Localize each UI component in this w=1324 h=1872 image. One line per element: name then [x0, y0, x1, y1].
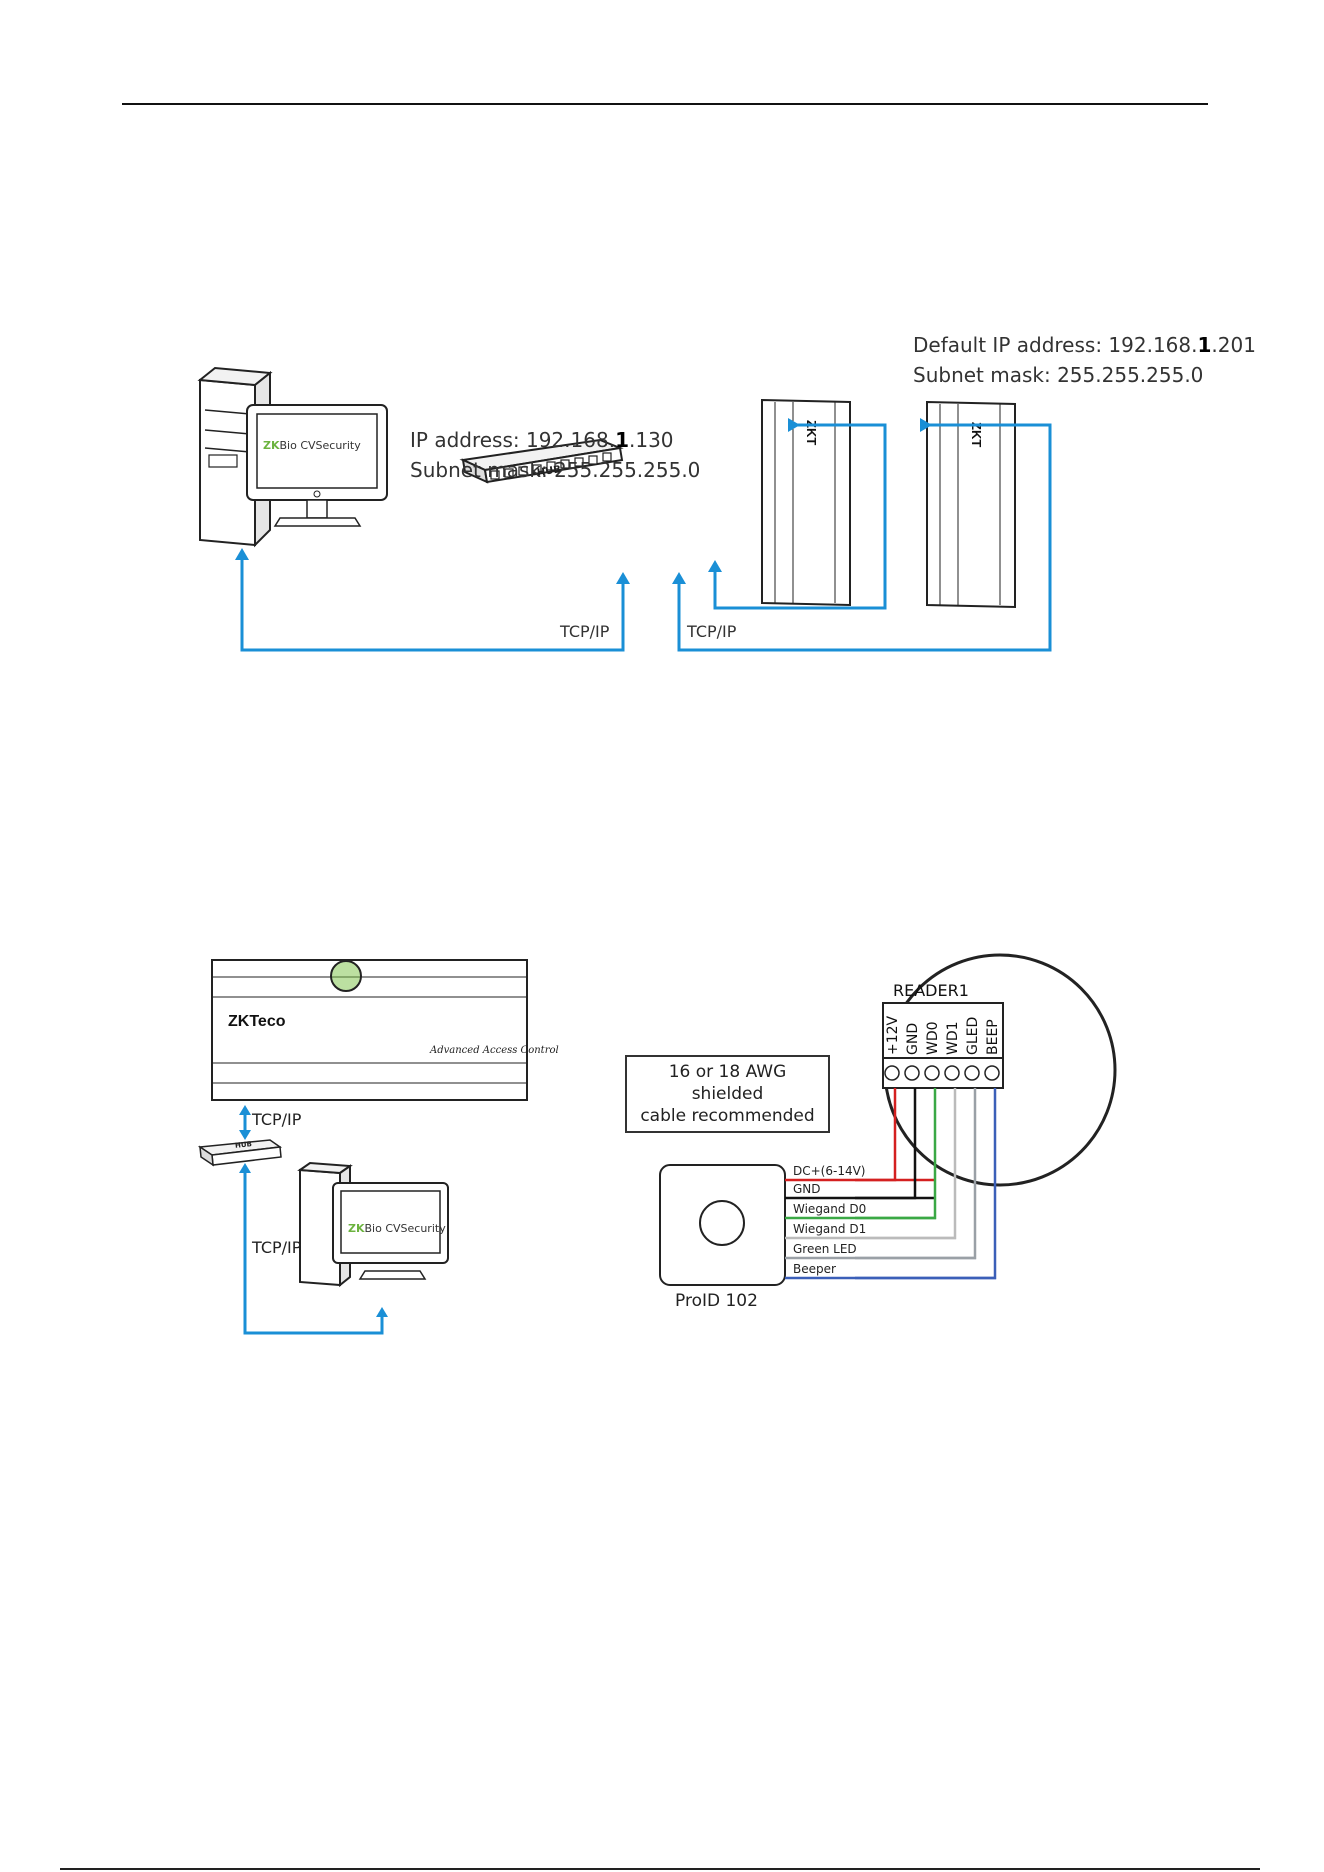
hub-icon: [459, 438, 624, 484]
pc-screen-brand: ZKBio CVSecurity: [263, 439, 361, 452]
network-diagram-drawing: ZKT ZKT: [197, 366, 1052, 652]
cable-recommendation-note: 16 or 18 AWG shielded cable recommended: [625, 1055, 830, 1133]
tcpip-label-top: TCP/IP: [252, 1110, 302, 1129]
monitor-icon: [246, 404, 388, 527]
reader-model-label: ProID 102: [675, 1291, 758, 1311]
svg-text:Advanced Access Control: Advanced Access Control: [429, 1045, 559, 1056]
reader-wires: [785, 1088, 997, 1280]
tcpip-links: [240, 423, 1052, 652]
pc-ip-address: IP address: 192.168.1.130: [410, 428, 674, 452]
wire-label-dc: DC+(6-14V): [793, 1164, 866, 1178]
pin-label-gnd: GND: [905, 1022, 921, 1055]
reader-terminal-title: READER1: [893, 981, 969, 1000]
access-controller-icon-2: ZKT: [926, 400, 1016, 609]
cable-note-line-2: cable recommended: [640, 1106, 815, 1126]
pc-subnet-mask: Subnet mask: 255.255.255.0: [410, 458, 701, 482]
access-controller-icon: Advanced Access Control: [211, 959, 559, 1101]
reader-wiring-figure: Advanced Access Control: [190, 953, 1210, 1345]
tcpip-links: [243, 1112, 384, 1335]
wire-label-green-led: Green LED: [793, 1242, 857, 1256]
tcpip-label-left: TCP/IP: [560, 622, 610, 641]
cable-note-line-1: 16 or 18 AWG shielded: [668, 1062, 787, 1104]
wire-label-wiegand-d0: Wiegand D0: [793, 1202, 867, 1216]
footer-rule: [60, 1868, 1260, 1870]
link-arrowheads: [235, 418, 932, 584]
pin-label-wd0: WD0: [925, 1021, 941, 1055]
panel-default-ip-address: Default IP address: 192.168.1.201: [913, 333, 1256, 357]
controller-logo: ZKTeco: [228, 1013, 286, 1030]
tcpip-label-bottom: TCP/IP: [252, 1238, 302, 1257]
network-diagram-figure: ZKT ZKT ZKBio CVSecurity IP address: 192…: [195, 330, 1256, 670]
hub-icon: [197, 1139, 283, 1167]
reader-wiring-drawing: Advanced Access Control: [197, 953, 1117, 1335]
highlight-port-ring: [330, 960, 362, 992]
wire-label-gnd: GND: [793, 1182, 821, 1196]
pin-label-beep: BEEP: [985, 1019, 1001, 1055]
wire-label-wiegand-d1: Wiegand D1: [793, 1222, 867, 1236]
pin-label-12v: +12V: [885, 1015, 901, 1055]
access-controller-icon-1: ZKT: [761, 398, 851, 607]
header-rule: [122, 103, 1208, 105]
monitor-icon: [332, 1182, 449, 1280]
tcpip-label-right: TCP/IP: [687, 622, 737, 641]
panel-subnet-mask: Subnet mask: 255.255.255.0: [913, 363, 1204, 387]
pin-label-wd1: WD1: [945, 1021, 961, 1055]
pc-screen-brand: ZKBio CVSecurity: [348, 1222, 446, 1235]
svg-text:ZKT: ZKT: [969, 422, 984, 447]
link-arrowheads: [239, 1105, 388, 1317]
pin-label-gled: GLED: [965, 1016, 981, 1055]
proid-reader-icon: [659, 1164, 786, 1286]
terminal-magnifier: [882, 953, 1117, 1187]
wire-label-beeper: Beeper: [793, 1262, 836, 1276]
